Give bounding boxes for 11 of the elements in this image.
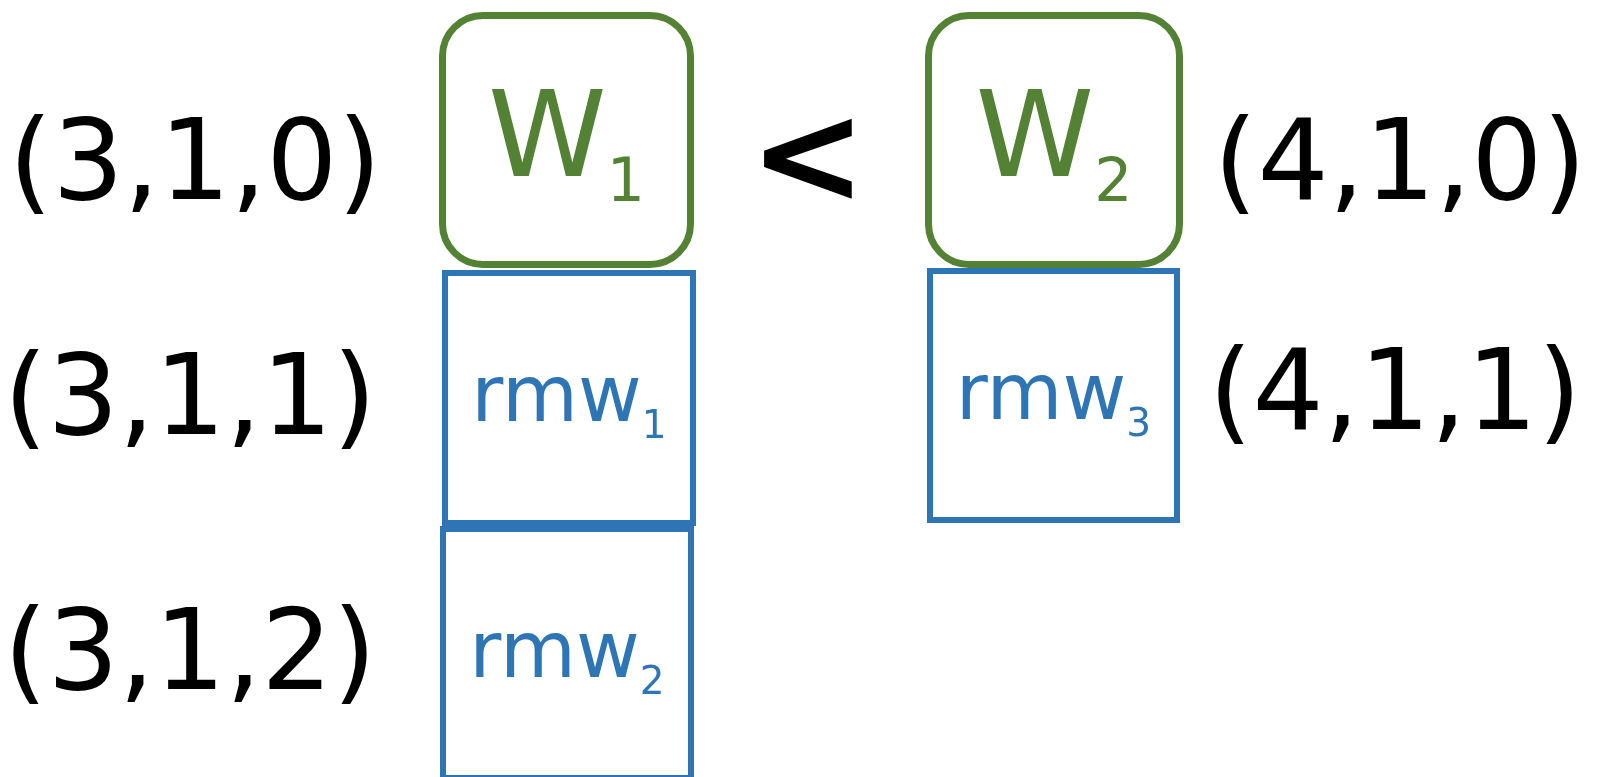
rounded-box: W$_{1}$: [439, 12, 694, 268]
tuple-label: (3,1,0): [8, 104, 382, 216]
square-box: rmw$_{3}$: [927, 268, 1180, 523]
square-box: rmw$_{1}$: [442, 270, 696, 526]
tuple-label: (4,1,0): [1213, 104, 1587, 216]
tuple-label: (3,1,1): [3, 339, 377, 451]
square-box: rmw$_{2}$: [440, 526, 694, 777]
less-than-sign: <: [749, 85, 867, 225]
rounded-box: W$_{2}$: [925, 12, 1183, 268]
tuple-label: (4,1,1): [1208, 334, 1582, 446]
tuple-label: (3,1,2): [3, 594, 377, 706]
